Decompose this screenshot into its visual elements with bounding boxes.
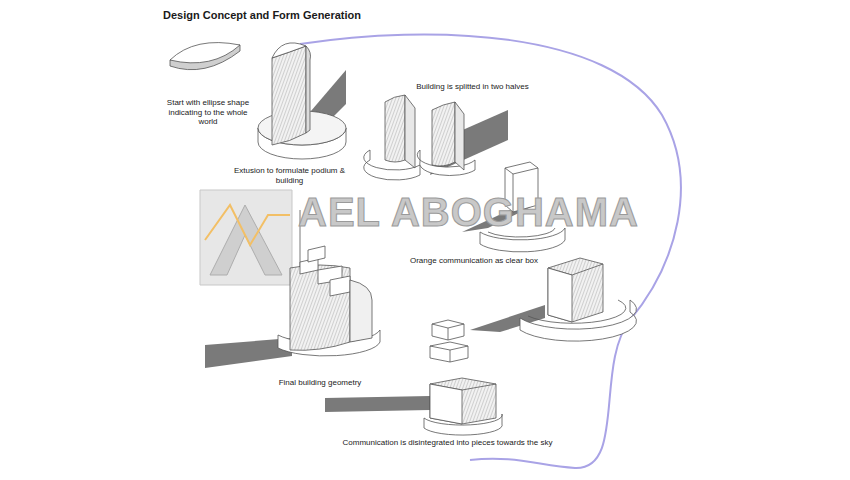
watermark-logo bbox=[200, 190, 292, 285]
step-caption: Building is splitted in two halves bbox=[410, 82, 535, 92]
step-caption: Orange communication as clear box bbox=[404, 256, 544, 266]
ellipse-sketch bbox=[170, 43, 240, 70]
step-caption: Extusion to formulate podium & building bbox=[222, 166, 357, 185]
step-caption: Final building geometry bbox=[275, 378, 365, 388]
watermark: AEL ABOGHAMA bbox=[298, 190, 639, 235]
boundary-curve bbox=[300, 34, 681, 468]
extrusion-sketch bbox=[258, 43, 346, 159]
split-halves-sketch bbox=[364, 95, 508, 180]
diagram-title: Design Concept and Form Generation bbox=[163, 9, 361, 21]
pieces-sketch bbox=[325, 320, 502, 435]
step-caption: Communication is disintegrated into piec… bbox=[335, 438, 560, 448]
podium-tower-sketch bbox=[470, 258, 636, 341]
step-caption: Start with ellipse shape indicating to t… bbox=[160, 98, 256, 127]
